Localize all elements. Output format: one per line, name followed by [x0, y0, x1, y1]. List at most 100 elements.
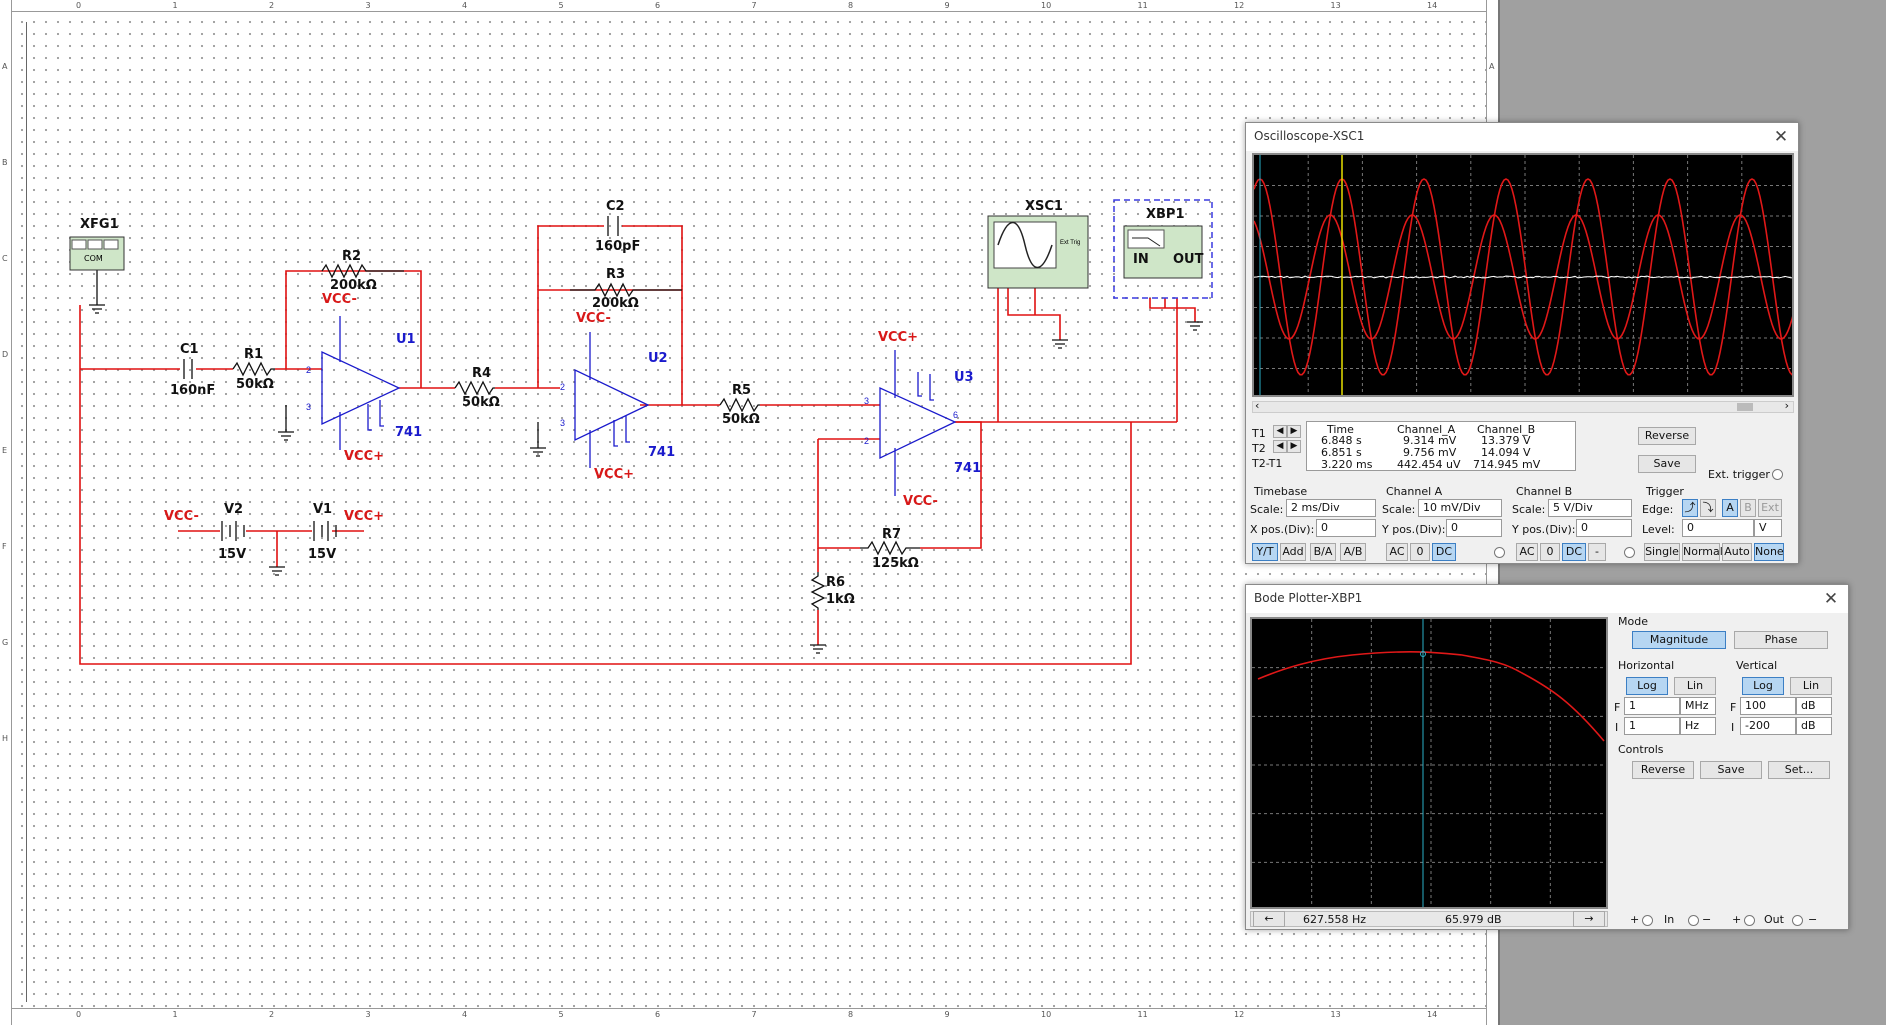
vertical-initial-field[interactable]: -200	[1740, 717, 1796, 735]
resistor-r1[interactable]: R1 50kΩ	[233, 347, 275, 392]
channel-a-radio[interactable]	[1494, 547, 1505, 558]
close-icon[interactable]: ✕	[1770, 126, 1792, 148]
channel-a-zero-button[interactable]: 0	[1410, 543, 1430, 561]
channel-a-ac-button[interactable]: AC	[1386, 543, 1408, 561]
reverse-button[interactable]: Reverse	[1638, 427, 1696, 445]
t2-left-arrow[interactable]: ◀	[1273, 440, 1287, 453]
horizontal-initial-unit[interactable]: Hz	[1680, 717, 1716, 735]
normal-button[interactable]: Normal	[1682, 543, 1720, 561]
phase-button[interactable]: Phase	[1734, 631, 1828, 649]
horizontal-lin-button[interactable]: Lin	[1674, 677, 1716, 695]
r5-name: R5	[732, 383, 751, 398]
auto-button[interactable]: Auto	[1722, 543, 1752, 561]
single-button[interactable]: Single	[1644, 543, 1680, 561]
horizontal-final-field[interactable]: 1	[1624, 697, 1680, 715]
none-button[interactable]: None	[1754, 543, 1784, 561]
trigger-ext-button[interactable]: Ext	[1758, 499, 1782, 517]
bode-cursor-left-arrow[interactable]: ←	[1253, 911, 1285, 927]
scroll-right-icon[interactable]: ›	[1785, 399, 1789, 412]
controls-title: Controls	[1618, 743, 1664, 756]
channel-b-invert-button[interactable]: -	[1588, 543, 1606, 561]
yt-button[interactable]: Y/T	[1252, 543, 1278, 561]
bode-cursor-right-arrow[interactable]: →	[1573, 911, 1605, 927]
trigger-b-button[interactable]: B	[1740, 499, 1756, 517]
resistor-r7[interactable]: R7 125kΩ	[860, 527, 920, 571]
battery-v1[interactable]: V1 15V VCC+	[308, 502, 384, 562]
oscilloscope-title: Oscilloscope-XSC1	[1254, 129, 1364, 143]
bode-save-button[interactable]: Save	[1700, 761, 1762, 779]
dt-channel-b: 714.945 mV	[1473, 458, 1540, 471]
vertical-lin-button[interactable]: Lin	[1790, 677, 1832, 695]
scroll-thumb[interactable]	[1737, 403, 1753, 411]
in-minus-terminal[interactable]	[1688, 915, 1699, 926]
channel-b-dc-button[interactable]: DC	[1562, 543, 1586, 561]
u2-name: U2	[648, 351, 668, 366]
t2-right-arrow[interactable]: ▶	[1287, 440, 1301, 453]
horizontal-title: Horizontal	[1618, 659, 1674, 672]
function-generator-xfg1[interactable]: COM XFG1	[70, 217, 124, 270]
wires	[80, 226, 1195, 664]
bode-title-bar[interactable]: Bode Plotter-XBP1	[1246, 585, 1848, 613]
magnitude-button[interactable]: Magnitude	[1632, 631, 1726, 649]
oscilloscope-scrollbar[interactable]: ‹ ›	[1252, 401, 1794, 413]
channel-b-ypos-field[interactable]: 0	[1576, 519, 1632, 537]
close-icon[interactable]: ✕	[1820, 588, 1842, 610]
opamp-u1[interactable]: 2 3 U1 741 VCC- VCC+	[306, 292, 422, 464]
oscilloscope-window[interactable]: Oscilloscope-XSC1 ✕ ‹ › T1 T2 T2-T1 ◀ ▶ …	[1245, 122, 1799, 564]
add-button[interactable]: Add	[1280, 543, 1306, 561]
level-unit-field[interactable]: V	[1754, 519, 1782, 537]
channel-b-ac-button[interactable]: AC	[1516, 543, 1538, 561]
xfg-name: XFG1	[80, 217, 119, 232]
resistor-r6[interactable]: R6 1kΩ	[812, 572, 855, 610]
v1-vcc-pos: VCC+	[344, 509, 384, 524]
vertical-final-field[interactable]: 100	[1740, 697, 1796, 715]
falling-edge-button[interactable]: ⤵	[1700, 499, 1716, 517]
channel-b-radio[interactable]	[1624, 547, 1635, 558]
out-minus-terminal[interactable]	[1792, 915, 1803, 926]
bode-plotter-xbp1-symbol[interactable]: XBP1 IN OUT	[1114, 200, 1212, 298]
vertical-final-unit[interactable]: dB	[1796, 697, 1832, 715]
trigger-a-button[interactable]: A	[1722, 499, 1738, 517]
bode-set-button[interactable]: Set...	[1768, 761, 1830, 779]
bode-reverse-button[interactable]: Reverse	[1632, 761, 1694, 779]
xpos-field[interactable]: 0	[1316, 519, 1376, 537]
ext-trigger-radio[interactable]	[1772, 469, 1783, 480]
resistor-r3[interactable]: R3 200kΩ	[570, 267, 682, 311]
battery-v2[interactable]: V2 15V VCC-	[164, 502, 246, 562]
oscilloscope-screen[interactable]	[1252, 153, 1794, 397]
t1-right-arrow[interactable]: ▶	[1287, 425, 1301, 438]
resistor-r5[interactable]: R5 50kΩ	[720, 383, 760, 427]
timebase-scale-field[interactable]: 2 ms/Div	[1286, 499, 1376, 517]
t1-left-arrow[interactable]: ◀	[1273, 425, 1287, 438]
out-plus-terminal[interactable]	[1744, 915, 1755, 926]
channel-a-scale-field[interactable]: 10 mV/Div	[1418, 499, 1502, 517]
horizontal-log-button[interactable]: Log	[1626, 677, 1668, 695]
channel-b-zero-button[interactable]: 0	[1540, 543, 1560, 561]
out-label: Out	[1764, 913, 1784, 926]
vertical-initial-unit[interactable]: dB	[1796, 717, 1832, 735]
channel-b-scale-field[interactable]: 5 V/Div	[1548, 499, 1632, 517]
opamp-u2[interactable]: 2 3 U2 741 VCC- VCC+	[560, 311, 675, 482]
opamp-u3[interactable]: 3 2 6 U3 741 VCC+ VCC-	[864, 330, 981, 509]
rising-edge-button[interactable]: ⤴	[1682, 499, 1698, 517]
cursor-readout-table: Time Channel_A Channel_B 6.848 s 9.314 m…	[1306, 421, 1576, 471]
resistor-r4[interactable]: R4 50kΩ	[455, 366, 500, 410]
level-field[interactable]: 0	[1682, 519, 1754, 537]
scroll-left-icon[interactable]: ‹	[1255, 399, 1259, 412]
bode-screen[interactable]	[1250, 617, 1608, 909]
vertical-log-button[interactable]: Log	[1742, 677, 1784, 695]
u2-pin3: 3	[560, 418, 565, 428]
channel-a-ypos-field[interactable]: 0	[1446, 519, 1502, 537]
save-button[interactable]: Save	[1638, 455, 1696, 473]
bode-plotter-window[interactable]: Bode Plotter-XBP1 ✕ ← 627.558 Hz 65.979 …	[1245, 584, 1849, 930]
capacitor-c1[interactable]: C1 160nF	[170, 342, 215, 398]
in-plus-terminal[interactable]	[1642, 915, 1653, 926]
horizontal-final-unit[interactable]: MHz	[1680, 697, 1716, 715]
b-over-a-button[interactable]: B/A	[1310, 543, 1336, 561]
horizontal-initial-field[interactable]: 1	[1624, 717, 1680, 735]
oscilloscope-xsc1-symbol[interactable]: Ext Trig XSC1	[988, 199, 1088, 288]
r4-name: R4	[472, 366, 491, 381]
channel-a-dc-button[interactable]: DC	[1432, 543, 1456, 561]
oscilloscope-title-bar[interactable]: Oscilloscope-XSC1	[1246, 123, 1798, 151]
a-over-b-button[interactable]: A/B	[1340, 543, 1366, 561]
